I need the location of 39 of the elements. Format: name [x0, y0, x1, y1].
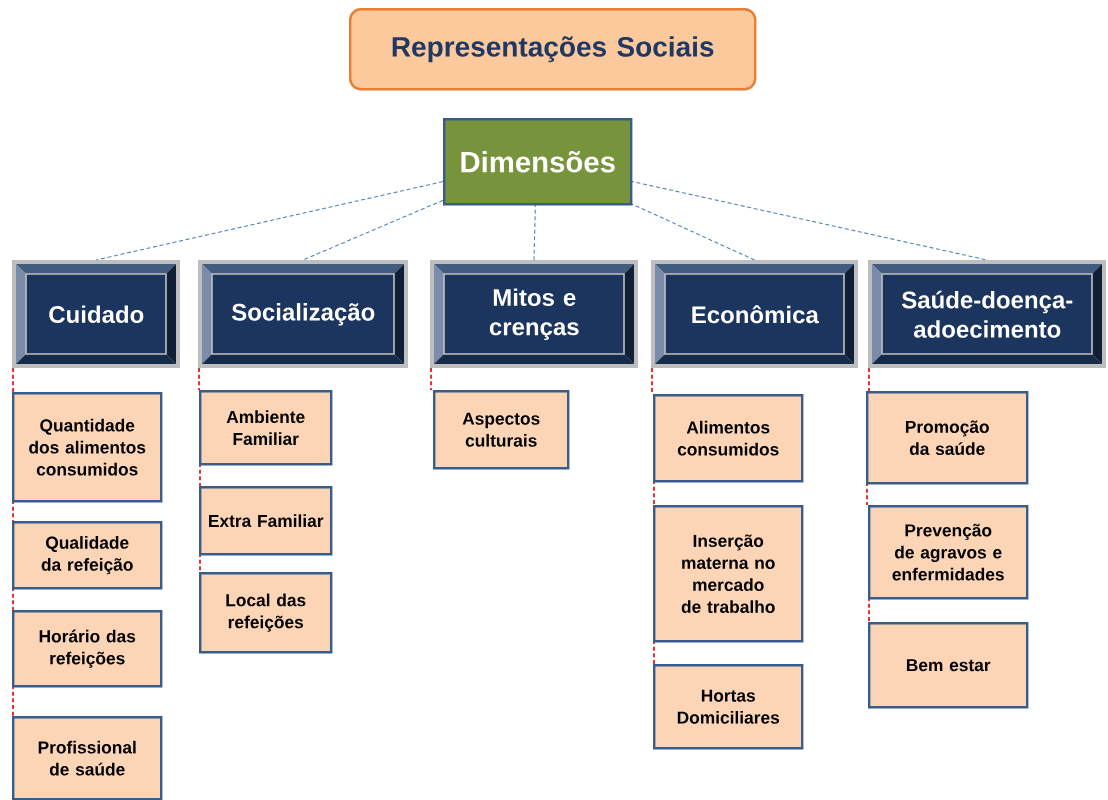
item-box: Extra Familiar: [199, 486, 333, 556]
connector-line: [198, 367, 200, 391]
item-box: Qualidade da refeição: [12, 521, 163, 590]
root-box: Dimensões: [443, 118, 633, 206]
connector-line: [302, 199, 444, 261]
item-box: Prevenção de agravos e enfermidades: [868, 505, 1029, 600]
connector-line: [12, 499, 14, 522]
category-box: Econômica: [651, 260, 858, 368]
connector-line: [868, 367, 870, 392]
connector-line: [868, 596, 870, 623]
connector-line: [533, 202, 536, 261]
title-box: Representações Sociais: [349, 8, 757, 91]
connector-line: [866, 481, 868, 506]
connector-line: [199, 552, 201, 573]
category-box: Socialização: [198, 260, 408, 368]
connector-line: [430, 367, 432, 391]
category-box: Cuidado: [12, 260, 180, 368]
item-box: Inserção materna no mercado de trabalho: [653, 505, 804, 643]
connector-line: [12, 367, 14, 393]
item-box: Alimentos consumidos: [653, 394, 804, 483]
connector-line: [653, 639, 655, 665]
item-box: Hortas Domiciliares: [653, 664, 804, 750]
connector-line: [95, 181, 444, 261]
connector-line: [651, 367, 653, 395]
item-box: Local das refeições: [199, 572, 333, 654]
category-box: Mitos e crenças: [430, 260, 638, 368]
connector-line: [653, 479, 655, 506]
category-box: Saúde-doença-adoecimento: [868, 260, 1106, 368]
item-box: Bem estar: [868, 622, 1029, 709]
item-box: Quantidade dos alimentos consumidos: [12, 392, 163, 503]
connector-line: [629, 180, 988, 261]
item-box: Profissional de saúde: [12, 716, 163, 800]
item-box: Aspectos culturais: [433, 390, 570, 470]
item-box: Promoção da saúde: [866, 391, 1029, 485]
connector-line: [12, 586, 14, 611]
item-box: Horário das refeições: [12, 610, 163, 688]
connector-line: [12, 684, 14, 717]
connector-line: [199, 462, 201, 487]
item-box: Ambiente Familiar: [199, 390, 333, 466]
